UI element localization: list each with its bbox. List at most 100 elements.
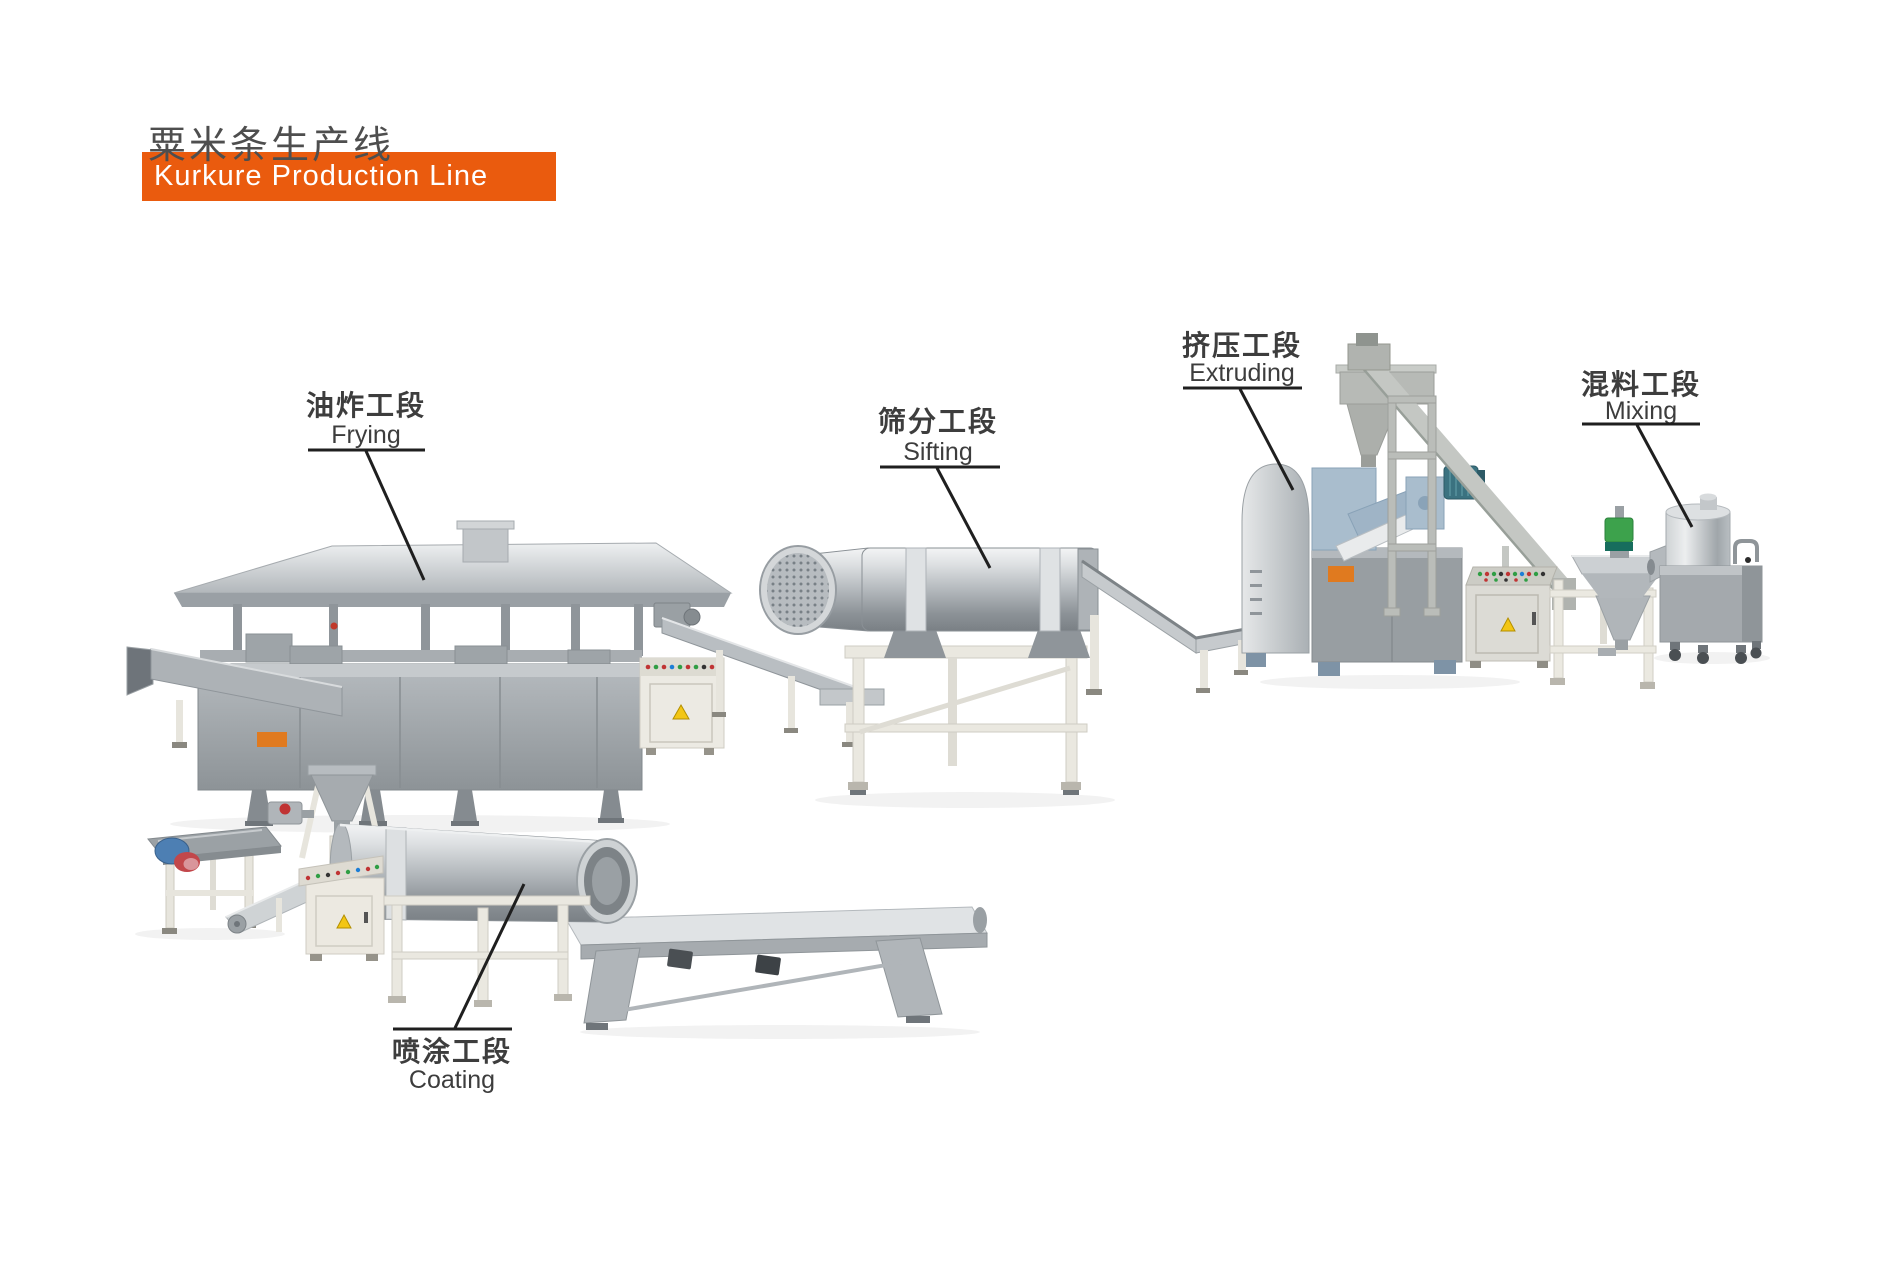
cabinet-foot [310,954,322,961]
extruder-orange-label [1328,566,1354,582]
coating-outfeed-conveyor [565,906,988,1039]
cabinet-door [315,895,373,947]
chute-leg [176,700,183,742]
coating-hopper-unit [267,764,385,867]
callout-frying: 油炸工段 Frying [306,389,426,581]
leader-line [364,450,426,581]
leader-line [1238,388,1295,491]
stage-label-zh: 喷涂工段 [392,1035,512,1067]
stage-label-en: Sifting [903,438,972,466]
coating-drum-illustration [329,822,638,1007]
mixer-motor-flange [1610,551,1629,558]
fryer-orange-label [257,732,287,747]
extruder-base-cabinet [1311,547,1463,663]
stage-label-en: Frying [331,421,400,449]
stage-label-zh: 筛分工段 [878,405,998,437]
frying-machine-illustration [126,520,733,833]
frying-control-cabinet [639,657,725,755]
conveyor-sifting-to-extruder [1081,559,1269,695]
door-handle [1532,612,1536,625]
conveyor-frying-to-sifting [653,602,885,747]
vibrating-table-illustration [135,826,285,940]
fryer-chimney-rim [456,520,515,530]
mixer-motor-band [1605,542,1633,551]
title-banner-text: Kurkure Production Line [154,160,489,192]
tank-cap-top [1699,493,1717,501]
extruder-arch-cover [1241,463,1310,654]
cabinet-panel [298,855,384,887]
motor-shaft [302,810,314,818]
drum-saddle [1028,630,1090,658]
tank-cylinder [1665,511,1731,575]
mixer-motor-shaft [1615,506,1624,519]
conveyor-pulley [683,608,701,626]
coating-drum-stand [381,895,591,1007]
conveyor-feet [1086,670,1248,695]
hopper-rim [307,764,377,776]
chute-edge-highlight [150,648,343,688]
ground-shadow [815,792,1115,808]
leader-line [1635,424,1694,528]
chute-foot [172,742,187,748]
control-buttons [1477,571,1546,582]
end-roller [973,907,987,933]
stage-label-en: Mixing [1605,397,1677,425]
stage-label-zh: 挤压工段 [1182,329,1302,361]
stage-label-en: Extruding [1189,359,1295,387]
callout-sifting: 筛分工段 Sifting [878,405,1000,569]
title-banner: Kurkure Production Line [142,152,556,201]
cabinet-foot [366,954,378,961]
extruder-control-cabinet [1465,566,1558,668]
fryer-panel-seams [299,677,598,788]
fryer-tank-top-band [198,664,642,677]
base-side-shade [1742,566,1762,642]
base-foot [1434,660,1456,674]
tank-wheels [1669,641,1762,664]
under-motor [667,948,693,970]
callout-mixing: 混料工段 Mixing [1581,368,1700,528]
hopper-spout [1361,455,1376,467]
conveyor-feet [712,712,856,747]
vibrator-motor [154,837,200,872]
valve-dot [330,622,338,630]
elevator-head-motor [1356,333,1378,346]
ground-shadow [135,928,285,940]
foot-pad [906,1016,930,1023]
cabinet-foot [1537,661,1548,668]
arch-foot [1246,653,1266,667]
control-buttons [305,864,380,881]
leader-line [453,883,526,1029]
base-foot [1318,662,1340,676]
elevator-head [1347,343,1391,371]
mixer-motor-green [1604,517,1634,543]
hopper-funnel [310,774,374,822]
fryer-roof-fascia [174,593,731,607]
sifter-drum-body [861,547,1099,632]
conveyor-legs [716,650,853,742]
cabinet-panel [1465,566,1558,586]
stage-label-en: Coating [409,1066,495,1094]
tank-handle [1733,539,1759,564]
stage-label-zh: 油炸工段 [306,389,426,421]
callout-extruding: 挤压工段 Extruding [1182,329,1302,491]
conveyor-leg [875,937,943,1018]
control-buttons [645,664,722,670]
drum-band-ring [1039,547,1061,632]
door-handle [364,912,368,923]
cross-brace [611,960,905,1014]
cabinet-foot [1470,661,1481,668]
ground-shadow [1260,675,1520,689]
fryer-infeed-mouth [126,646,154,696]
warning-triangle-icon [336,913,352,929]
tank-switch [1745,557,1751,563]
extruder-frame [1383,395,1441,617]
base-top-band [1660,566,1762,575]
fryer-roof-columns [233,604,643,656]
drum-inner-wall [592,857,622,905]
callout-coating: 喷涂工段 Coating [392,883,526,1094]
mixer-outlet [1615,640,1628,650]
drum-top-highlight [339,823,601,844]
drum-band-ring [905,547,927,632]
conveyor-belt-incline [1081,560,1197,654]
fryer-chimney [462,526,509,563]
